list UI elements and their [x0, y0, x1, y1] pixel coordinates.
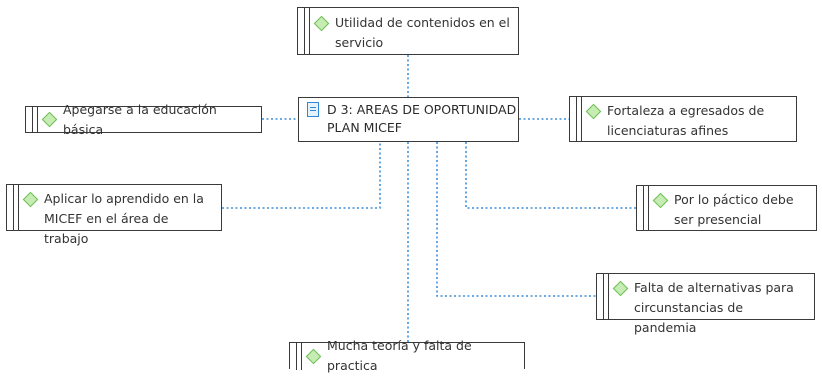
node-marker-bars	[603, 273, 609, 320]
topic-node-fortaleza[interactable]: Fortaleza a egresados de licenciaturas a…	[569, 96, 797, 142]
topic-node-apegarse[interactable]: Apegarse a la educación básica	[25, 102, 262, 137]
node-marker-bars	[643, 185, 649, 231]
green-diamond-icon	[313, 15, 330, 32]
node-marker-bars	[13, 184, 19, 231]
topic-label: Mucha teoría y falta de practica	[327, 338, 472, 373]
connector-right-2	[465, 142, 636, 209]
green-diamond-icon	[652, 192, 669, 209]
topic-node-aplicar[interactable]: Aplicar lo aprendido en la MICEF en el á…	[6, 184, 222, 246]
topic-label: Falta de alternativas para circunstancia…	[634, 280, 794, 335]
green-diamond-icon	[612, 280, 629, 297]
node-marker-bars	[304, 7, 310, 55]
green-diamond-icon	[22, 191, 39, 208]
green-diamond-icon	[585, 103, 602, 120]
topic-label: Aplicar lo aprendido en la MICEF en el á…	[44, 191, 204, 246]
node-marker-bars	[296, 342, 302, 370]
central-topic-node[interactable]: D 3: AREAS DE OPORTUNIDAD PLAN MICEF	[298, 97, 519, 142]
topic-node-pandemia[interactable]: Falta de alternativas para circunstancia…	[596, 273, 815, 335]
topic-label: Fortaleza a egresados de licenciaturas a…	[607, 103, 765, 138]
topic-node-utilidad[interactable]: Utilidad de contenidos en el servicio	[297, 7, 519, 55]
topic-label: Utilidad de contenidos en el servicio	[335, 15, 510, 50]
topic-node-teoria[interactable]: Mucha teoría y falta de practica	[289, 338, 525, 373]
central-topic-label: D 3: AREAS DE OPORTUNIDAD PLAN MICEF	[327, 102, 517, 135]
topic-label: Apegarse a la educación básica	[63, 101, 217, 137]
topic-label: Por lo páctico debe ser presencial	[674, 192, 794, 227]
green-diamond-icon	[41, 111, 58, 128]
document-icon	[307, 102, 319, 117]
green-diamond-icon	[305, 348, 322, 364]
connector-left-2	[222, 142, 381, 209]
topic-node-presencial[interactable]: Por lo páctico debe ser presencial	[636, 185, 817, 231]
node-marker-bars	[32, 106, 38, 133]
connector-right-3	[436, 142, 596, 297]
node-marker-bars	[576, 96, 582, 142]
